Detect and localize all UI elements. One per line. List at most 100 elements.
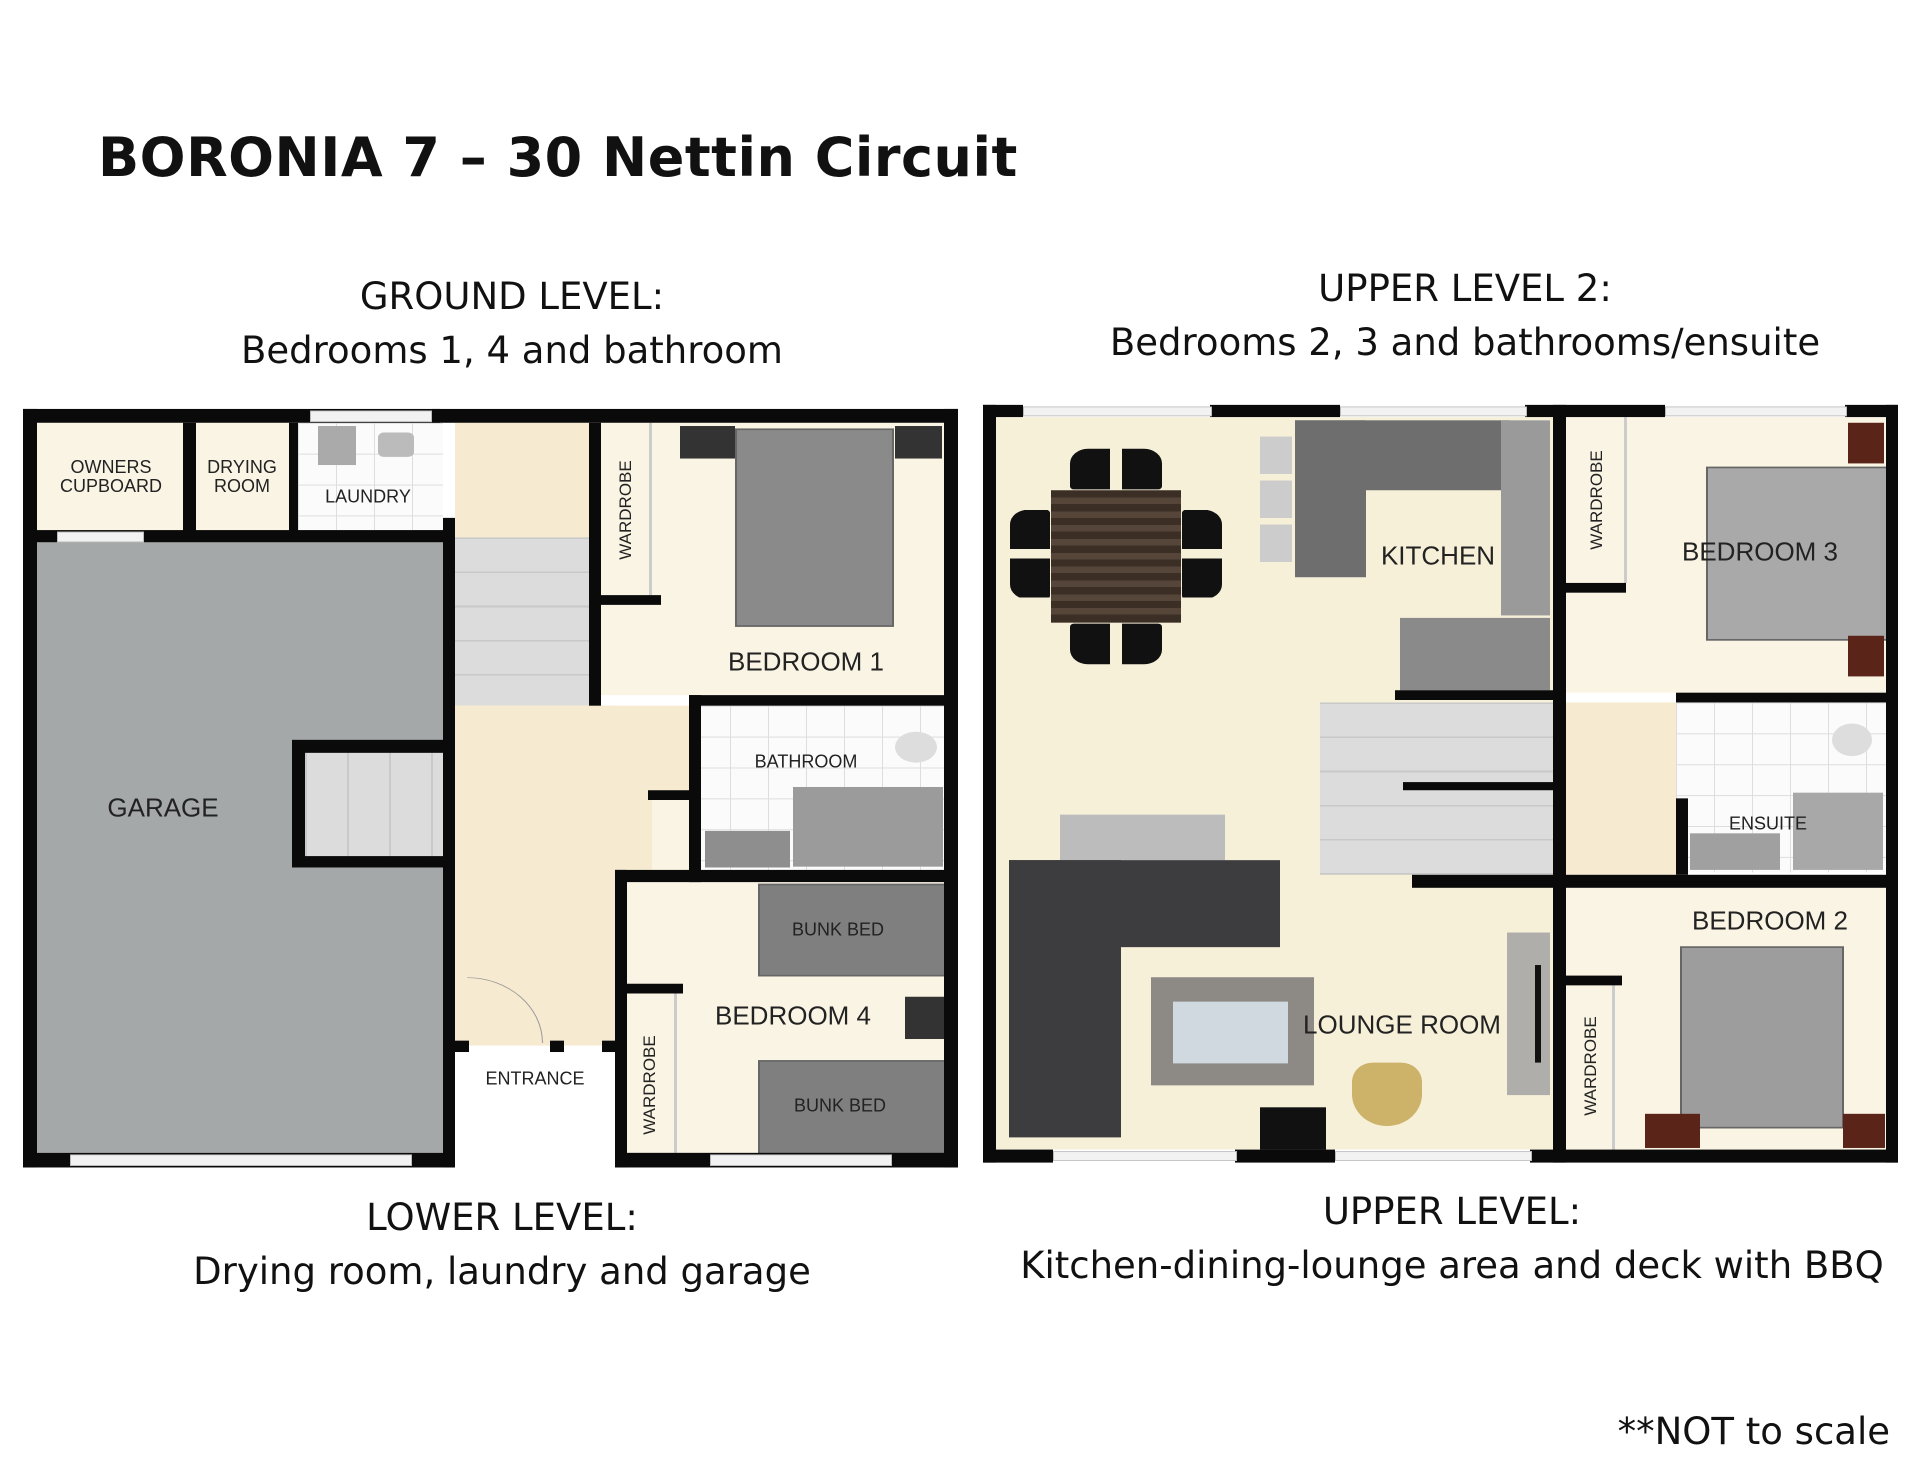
bathroom-label: BATHROOM xyxy=(754,751,858,772)
wall xyxy=(615,869,627,1168)
double-bed-icon xyxy=(735,428,894,627)
window xyxy=(1665,406,1847,417)
tv-icon xyxy=(1535,965,1541,1063)
upper-hall xyxy=(455,422,589,539)
entry-hall-upper xyxy=(455,705,689,870)
window xyxy=(1053,1151,1237,1161)
wall xyxy=(944,408,958,1168)
dining-chairs-icon xyxy=(1182,509,1222,600)
drying-room-label: DRYING ROOM xyxy=(207,457,277,496)
washing-machine-icon xyxy=(318,426,356,466)
wall xyxy=(1553,404,1566,1163)
sofa-icon xyxy=(1009,860,1121,1138)
lower-level-heading: LOWER LEVEL: Drying room, laundry and ga… xyxy=(193,1191,811,1298)
wall xyxy=(1676,798,1688,875)
linen-closet xyxy=(652,790,689,870)
bunk-bed-label: BUNK BED xyxy=(791,919,885,940)
floorplans xyxy=(0,75,1920,1281)
bunk-bed-label: BUNK BED xyxy=(793,1095,887,1116)
upper-level-heading: UPPER LEVEL: Kitchen-dining-lounge area … xyxy=(1020,1185,1884,1292)
toilet-icon xyxy=(1832,723,1872,757)
entrance-label: ENTRANCE xyxy=(485,1068,585,1089)
wall xyxy=(550,1040,564,1053)
dining-table-icon xyxy=(1051,490,1181,623)
upper-level-2-subtitle: Bedrooms 2, 3 and bathrooms/ensuite xyxy=(1109,320,1821,364)
wall xyxy=(627,983,683,994)
wall xyxy=(432,408,958,423)
bunk-bed-icon xyxy=(758,883,947,977)
nightstand-icon xyxy=(1848,635,1884,677)
wardrobe-1 xyxy=(601,422,652,596)
wall xyxy=(1566,582,1626,593)
wall xyxy=(1412,874,1898,888)
dining-chairs-icon xyxy=(1070,448,1162,490)
wall xyxy=(615,869,958,883)
wall xyxy=(1676,692,1886,703)
nightstand-icon xyxy=(1843,1113,1885,1148)
window xyxy=(1335,1151,1532,1161)
kitchen-island xyxy=(1295,420,1366,578)
window xyxy=(310,410,432,422)
lower-level-title: LOWER LEVEL: xyxy=(366,1196,638,1239)
wall xyxy=(1235,1149,1335,1163)
wall xyxy=(648,790,692,800)
wall xyxy=(183,422,196,537)
garage-label: GARAGE xyxy=(107,792,219,823)
wardrobe-2 xyxy=(627,985,677,1153)
page-title: BORONIA 7 – 30 Nettin Circuit xyxy=(98,126,1018,189)
wardrobe-label: WARDROBE xyxy=(640,1035,660,1135)
wall xyxy=(1886,404,1898,1163)
window xyxy=(1023,406,1212,417)
wall xyxy=(1845,404,1898,418)
nightstand-icon xyxy=(1645,1113,1700,1148)
bunk-bed-icon xyxy=(758,1060,947,1155)
nightstand-icon xyxy=(1848,422,1884,464)
dining-chairs-icon xyxy=(1070,623,1162,665)
side-table-icon xyxy=(1260,1107,1326,1150)
wall xyxy=(1403,782,1553,791)
wall xyxy=(983,404,996,1163)
wall xyxy=(689,695,701,883)
sink-icon xyxy=(378,432,414,457)
lower-level-subtitle: Drying room, laundry and garage xyxy=(193,1249,811,1293)
bar-stools-icon xyxy=(1260,436,1292,563)
armchair-icon xyxy=(1352,1062,1422,1127)
upper-level-subtitle: Kitchen-dining-lounge area and deck with… xyxy=(1020,1243,1884,1287)
owners-cupboard-room xyxy=(37,422,183,531)
laundry-label: LAUNDRY xyxy=(325,486,411,507)
wall xyxy=(23,408,37,1168)
nightstand-icon xyxy=(680,426,735,459)
nightstand-icon xyxy=(895,426,942,459)
wall xyxy=(1530,1149,1898,1163)
vanity-icon xyxy=(1690,833,1780,870)
window xyxy=(1340,406,1527,417)
owners-cupboard-label: OWNERS CUPBOARD xyxy=(59,457,163,496)
bedroom-4-label: BEDROOM 4 xyxy=(714,1000,872,1031)
shower-icon xyxy=(1793,792,1883,870)
rug xyxy=(1060,814,1225,861)
wardrobe-label: WARDROBE xyxy=(1587,450,1607,550)
desk-icon xyxy=(905,996,945,1040)
kitchen-label: KITCHEN xyxy=(1380,540,1496,571)
lounge-room-label: LOUNGE ROOM xyxy=(1303,1009,1501,1040)
garage-door xyxy=(70,1154,412,1166)
staircase xyxy=(455,537,589,706)
tv-unit-icon xyxy=(1507,932,1550,1096)
vanity-icon xyxy=(705,830,790,868)
kitchen-tall-unit xyxy=(1501,420,1550,616)
toilet-icon xyxy=(895,731,937,763)
wardrobe-label: WARDROBE xyxy=(616,460,636,560)
window xyxy=(710,1154,892,1166)
drying-room xyxy=(196,422,289,531)
bedroom-1-label: BEDROOM 1 xyxy=(727,646,885,677)
wall xyxy=(1566,975,1622,986)
wall xyxy=(689,695,958,706)
ground-level-heading: GROUND LEVEL: Bedrooms 1, 4 and bathroom xyxy=(241,270,783,377)
bedroom-2-label: BEDROOM 2 xyxy=(1691,905,1849,936)
door xyxy=(57,531,144,543)
bathtub-icon xyxy=(793,786,943,867)
wardrobe-4 xyxy=(1566,985,1615,1150)
bedroom-3-label: BEDROOM 3 xyxy=(1681,536,1839,567)
wall xyxy=(1210,404,1340,418)
upper-level-title: UPPER LEVEL: xyxy=(1322,1190,1582,1233)
